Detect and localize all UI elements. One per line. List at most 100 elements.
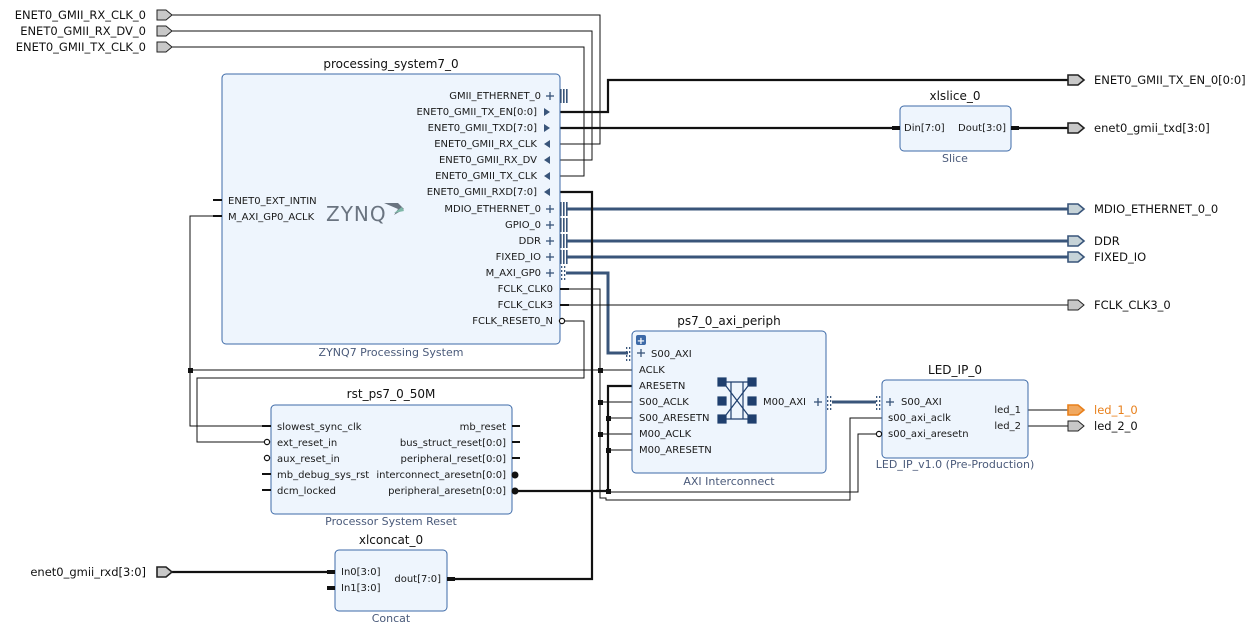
external-output-port-led2[interactable] (1067, 420, 1085, 432)
led-pin-aresetn[interactable] (875, 430, 883, 438)
m00-axi-dotted-pin[interactable] (827, 396, 832, 410)
external-input-port-rx-dv[interactable] (156, 25, 173, 37)
ps-pin-fclk-reset0-n[interactable] (558, 317, 566, 325)
wire-tx-en[interactable] (557, 78, 1068, 114)
reset-port-right-3: interconnect_aresetn[0:0] (376, 470, 506, 481)
block-slice[interactable]: xlslice_0 Slice Din[7:0] Dout[3:0] (892, 89, 1019, 165)
reset-instance-name: rst_ps7_0_50M (347, 387, 436, 401)
led-port-right-1: led_2 (994, 421, 1021, 432)
wire-fclk-reset[interactable] (196, 320, 585, 443)
reset-block-body[interactable] (270, 404, 513, 515)
led-ip-subtitle: LED_IP_v1.0 (Pre-Production) (876, 458, 1035, 471)
expand-button[interactable] (636, 335, 646, 345)
concat-port-in0: In0[3:0] (341, 567, 381, 578)
ps-port-right-13: FCLK_CLK3 (498, 300, 553, 311)
ps-port-right-4: ENET0_GMII_RX_DV (439, 155, 537, 166)
block-axi-interconnect[interactable]: ps7_0_axi_periph AXI Interconnect + S00_… (626, 314, 832, 488)
reset-pin-aux-reset-in[interactable] (263, 454, 271, 462)
external-output-port-fixed-io[interactable] (1067, 251, 1086, 263)
external-input-port-tx-clk[interactable] (156, 41, 173, 53)
reset-subtitle: Processor System Reset (325, 515, 457, 528)
reset-port-left-4: dcm_locked (277, 486, 336, 497)
external-input-port-rx-clk[interactable] (156, 9, 173, 21)
external-inputs: ENET0_GMII_RX_CLK_0 ENET0_GMII_RX_DV_0 E… (15, 8, 174, 579)
slice-instance-name: xlslice_0 (930, 89, 981, 103)
ps-direction-arrows (544, 108, 550, 196)
ps-port-right-12: FCLK_CLK0 (498, 284, 553, 295)
ps-interface-markers (546, 92, 554, 277)
ps-port-right-8: GPIO_0 (505, 220, 541, 231)
wire-fclk0-ic[interactable] (599, 370, 884, 501)
slice-subtitle: Slice (942, 152, 968, 165)
reset-port-right-4: peripheral_aresetn[0:0] (388, 486, 506, 497)
port-label-led2: led_2_0 (1094, 419, 1138, 433)
concat-pin-in0[interactable] (327, 570, 335, 574)
ps-port-right-1: ENET0_GMII_TX_EN[0:0] (416, 107, 537, 118)
port-label-rxd: enet0_gmii_rxd[3:0] (30, 565, 146, 579)
reset-port-right-2: peripheral_reset[0:0] (401, 454, 507, 465)
wire-fclk0-rst[interactable] (189, 370, 271, 427)
port-label-ddr: DDR (1094, 234, 1120, 248)
wire-periph-aresetn[interactable] (517, 384, 632, 493)
external-outputs: ENET0_GMII_TX_EN_0[0:0] enet0_gmii_txd[3… (1067, 73, 1246, 433)
ps-port-right-5: ENET0_GMII_TX_CLK (435, 171, 537, 182)
led-ip-instance-name: LED_IP_0 (928, 363, 982, 377)
block-processor-reset[interactable]: rst_ps7_0_50M Processor System Reset slo… (262, 387, 520, 528)
external-output-port-tx-en[interactable] (1067, 74, 1086, 86)
ps-port-right-0: GMII_ETHERNET_0 (449, 91, 541, 102)
wire-rx-clk[interactable] (172, 14, 601, 145)
reset-pin-peripheral-aresetn[interactable] (511, 487, 519, 495)
block-led-ip[interactable]: LED_IP_0 LED_IP_v1.0 (Pre-Production) S0… (876, 363, 1035, 471)
ps-port-right-3: ENET0_GMII_RX_CLK (434, 139, 537, 150)
wire-rx-dv[interactable] (172, 30, 593, 161)
external-output-port-led1[interactable] (1067, 404, 1086, 416)
reset-pin-interconnect-aresetn[interactable] (511, 471, 519, 479)
interconnect-block-body[interactable] (631, 330, 827, 474)
port-label-tx-en: ENET0_GMII_TX_EN_0[0:0] (1094, 73, 1246, 87)
s00-axi-dotted-pin[interactable] (626, 347, 631, 361)
slice-port-dout: Dout[3:0] (958, 123, 1006, 134)
reset-port-left-0: slowest_sync_clk (277, 422, 362, 433)
ps-port-left-0: ENET0_EXT_INTIN (228, 196, 317, 207)
ic-port-left-1: ACLK (639, 365, 665, 376)
reset-port-left-3: mb_debug_sys_rst (277, 470, 369, 481)
wire-concat-out[interactable] (450, 190, 594, 581)
concat-pin-in1[interactable] (327, 586, 335, 590)
external-output-port-txd[interactable] (1067, 122, 1086, 134)
reset-port-left-2: aux_reset_in (277, 454, 340, 465)
led-ip-block-body[interactable] (881, 379, 1029, 459)
external-input-port-rxd[interactable] (156, 566, 174, 578)
wire-m-axi-gp0[interactable] (566, 271, 628, 355)
block-processing-system[interactable]: processing_system7_0 ZYNQ7 Processing Sy… (213, 57, 569, 359)
block-concat[interactable]: xlconcat_0 Concat In0[3:0] In1[3:0] dout… (327, 533, 455, 625)
reset-port-right-0: mb_reset (460, 422, 506, 433)
port-label-led1: led_1_0 (1094, 403, 1138, 417)
ps-interface-bars (560, 89, 568, 264)
concat-port-in1: In1[3:0] (341, 583, 381, 594)
slice-pin-dout[interactable] (1011, 126, 1019, 130)
crossbar-icon (717, 377, 757, 424)
slice-port-din: Din[7:0] (904, 123, 945, 134)
external-output-port-fclk3[interactable] (1067, 299, 1085, 311)
ps-port-right-14: FCLK_RESET0_N (472, 316, 553, 327)
led-s00-plus-icon (886, 398, 894, 406)
ps-instance-name: processing_system7_0 (323, 57, 458, 71)
ps-port-right-9: DDR (519, 236, 541, 247)
concat-instance-name: xlconcat_0 (359, 533, 423, 547)
port-label-mdio: MDIO_ETHERNET_0_0 (1094, 202, 1218, 216)
ic-port-left-2: ARESETN (639, 381, 685, 392)
zynq-logo: ZYNQ (326, 202, 387, 226)
concat-pin-dout[interactable] (447, 577, 455, 581)
led-s00-axi-dotted-pin[interactable] (876, 396, 881, 410)
external-output-port-ddr[interactable] (1067, 235, 1086, 247)
external-output-port-mdio[interactable] (1067, 203, 1086, 215)
interconnect-instance-name: ps7_0_axi_periph (677, 314, 780, 328)
ps-m-axi-dotted-bar (561, 266, 566, 280)
reset-pin-ext-reset-in[interactable] (263, 438, 271, 446)
led-port-left-2: s00_axi_aresetn (888, 429, 969, 440)
reset-port-left-1: ext_reset_in (277, 438, 337, 449)
m00-axi-plus-icon (814, 398, 822, 406)
ic-port-right-0: M00_AXI (763, 397, 806, 408)
slice-pin-din[interactable] (892, 126, 900, 130)
